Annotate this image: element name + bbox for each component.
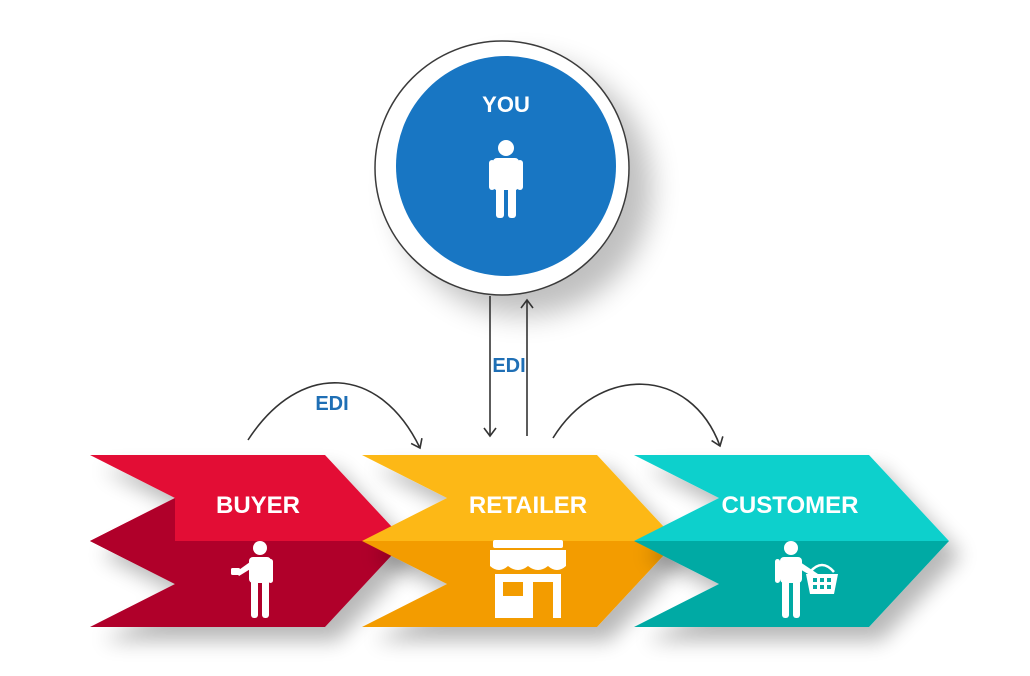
customer-basket-icon (775, 541, 838, 618)
you-retailer-edi-arrows: EDI (483, 296, 534, 438)
retailer-customer-arrow (552, 383, 724, 448)
step-label-customer: CUSTOMER (722, 492, 859, 519)
you-label: YOU (482, 92, 530, 117)
buyer-retailer-arrow: EDI (247, 382, 423, 450)
person-icon (489, 140, 523, 218)
edi-label-vertical: EDI (492, 355, 525, 377)
chevron-step-buyer (90, 455, 405, 627)
step-label-buyer: BUYER (216, 492, 300, 519)
you-node: YOU (374, 40, 630, 296)
storefront-icon (490, 540, 566, 618)
edi-label-curved: EDI (315, 393, 348, 415)
step-label-retailer: RETAILER (469, 492, 587, 519)
buyer-person-icon (231, 541, 273, 618)
chevron-step-customer (634, 455, 949, 627)
